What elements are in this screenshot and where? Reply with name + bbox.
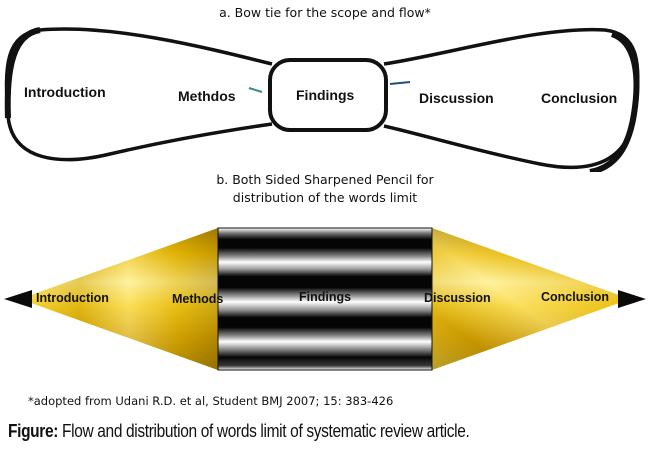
bowtie-flow-mark-right [389,81,411,85]
pencil-label-discussion: Discussion [424,291,491,305]
pencil-title-line2: distribution of the words limit [232,190,418,205]
pencil-title-line1: b. Both Sided Sharpened Pencil for [216,172,434,187]
pencil-label-conclusion: Conclusion [541,290,610,304]
figure-caption-prefix: Figure: [8,421,59,441]
bowtie-knot [268,58,388,132]
bowtie-label-discussion: Discussion [419,90,494,106]
bowtie-flow-mark-left [248,87,263,93]
pencil-diagram [4,227,646,371]
bowtie-label-conclusion: Conclusion [541,90,618,106]
pencil-right-tip [618,290,646,308]
pencil-label-methods: Methods [172,292,224,306]
bowtie-diagram [4,27,640,172]
pencil-striped-body [217,227,433,371]
source-footnote: *adopted from Udani R.D. et al, Student … [28,394,394,408]
pencil-title: b. Both Sided Sharpened Pencil for distr… [0,171,650,207]
figure-caption: Figure: Flow and distribution of words l… [8,421,470,442]
bowtie-label-introduction: Introduction [24,84,106,100]
pencil-label-introduction: Introduction [36,291,109,305]
figure-caption-text: Flow and distribution of words limit of … [62,421,470,441]
pencil-left-tip [4,290,32,308]
bowtie-label-methods: Methdos [178,88,236,104]
bowtie-title: a. Bow tie for the scope and flow* [219,5,431,20]
bowtie-label-findings: Findings [296,87,355,103]
pencil-label-findings: Findings [299,290,352,304]
